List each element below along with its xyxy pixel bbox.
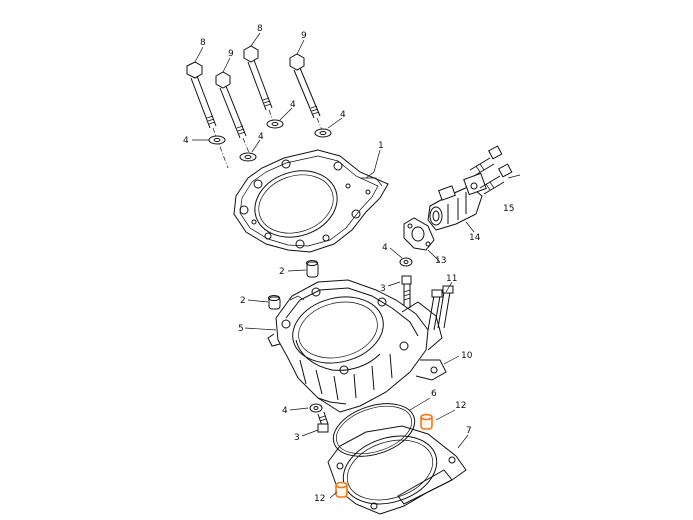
dowel-12-lower-highlighted: [335, 481, 348, 498]
callout-2-upper: 2: [279, 267, 285, 277]
callout-11: 11: [446, 274, 457, 284]
cam-chain-tensioner-14: [427, 172, 487, 231]
callout-2-lower: 2: [240, 296, 246, 306]
bolt-3-upper: [401, 275, 412, 308]
cylinder-head-bolt-9-right: [289, 53, 323, 131]
washer-4-d: [314, 128, 332, 138]
callout-13: 13: [435, 256, 446, 266]
cylinder-head-bolt-8-left: [186, 61, 229, 169]
callout-8-right: 8: [257, 24, 263, 34]
washer-4-f: [309, 403, 323, 413]
washer-4-c: [266, 119, 284, 129]
callout-4-f: 4: [282, 406, 288, 416]
cylinder-block: [267, 279, 447, 413]
callout-4-e: 4: [382, 243, 388, 253]
stud-bolts-11: [427, 285, 454, 331]
callout-4-d: 4: [340, 110, 346, 120]
callout-5: 5: [238, 324, 244, 334]
tensioner-gasket-13: [403, 217, 435, 251]
dowel-12-upper-highlighted: [420, 413, 433, 430]
cylinder-base-gasket-7: [327, 425, 467, 515]
cylinder-head-bolt-9-left: [215, 71, 253, 161]
cylinder-head-gasket: [233, 149, 389, 253]
tensioner-bolt-15-upper: [469, 145, 503, 177]
callout-12-lower: 12: [314, 494, 325, 504]
callout-8-left: 8: [200, 38, 206, 48]
o-ring-6: [332, 403, 416, 457]
washer-4-e: [399, 257, 413, 267]
callout-3-lower: 3: [294, 433, 300, 443]
callout-15: 15: [503, 204, 514, 214]
callout-4-c: 4: [290, 100, 296, 110]
leader-lines: [192, 32, 521, 499]
callout-14: 14: [469, 233, 481, 243]
callout-6: 6: [431, 389, 437, 399]
callout-9-right: 9: [301, 31, 307, 41]
callout-9-left: 9: [228, 49, 234, 59]
washer-4-a: [208, 135, 226, 145]
callout-4-b: 4: [258, 132, 264, 142]
cylinder-head-bolt-8-right: [243, 45, 277, 129]
washer-4-b: [239, 152, 257, 162]
dowel-pin-2-upper: [306, 260, 319, 278]
callout-7: 7: [466, 426, 472, 436]
tensioner-bolt-15-lower: [479, 163, 513, 195]
dowel-pin-2-lower: [268, 295, 281, 310]
callout-4-a: 4: [183, 136, 189, 146]
callout-3-upper: 3: [380, 284, 386, 294]
callout-12-upper: 12: [455, 401, 466, 411]
bolt-3-lower: [317, 411, 329, 433]
callout-1: 1: [378, 141, 384, 151]
callout-10: 10: [461, 351, 473, 361]
